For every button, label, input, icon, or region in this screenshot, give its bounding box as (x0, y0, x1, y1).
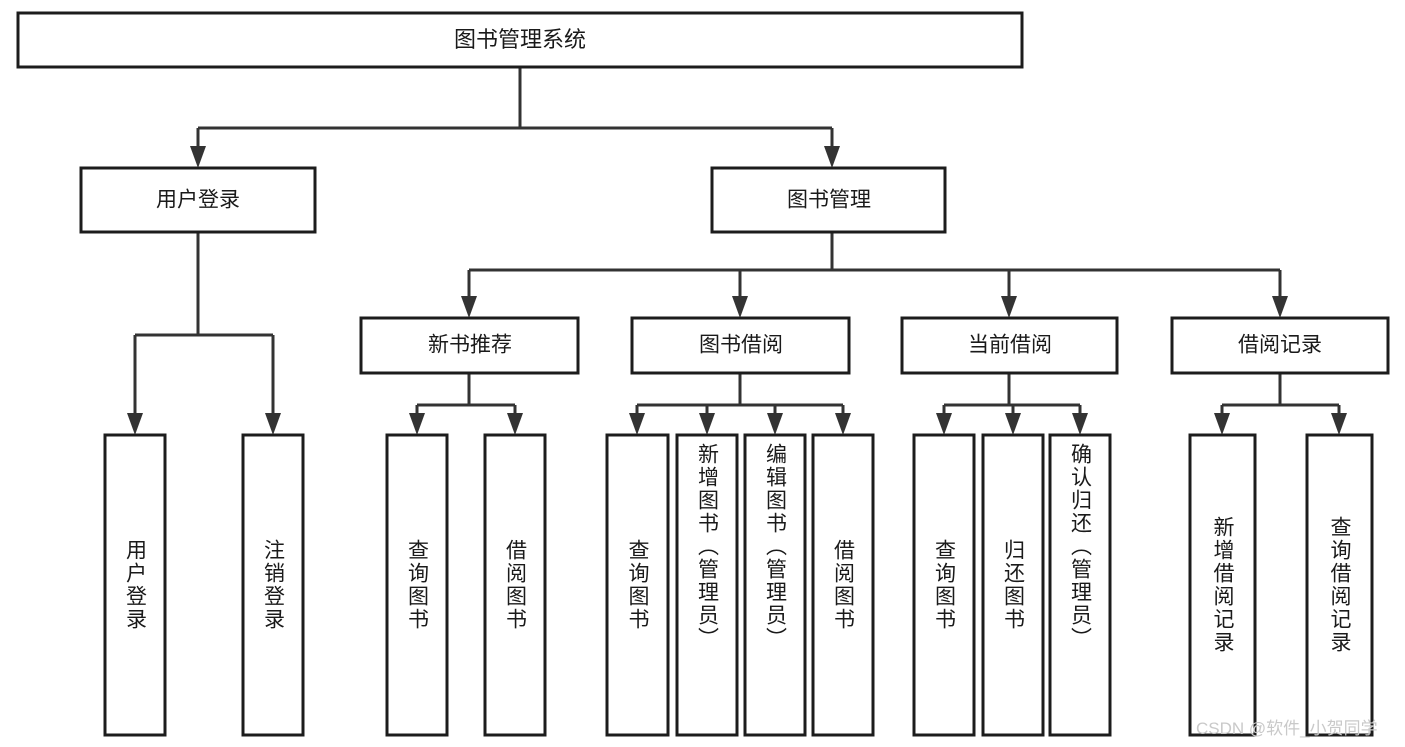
node-new-book-recommend[interactable]: 新书推荐 (359, 316, 580, 375)
arrowhead-user-login (190, 146, 206, 168)
arrowhead-borrow-record (1272, 296, 1288, 318)
arrowhead-current-borrow (1001, 296, 1017, 318)
arrowhead-book-borrow (732, 296, 748, 318)
node-borrow-record[interactable]: 借阅记录 (1170, 316, 1390, 375)
leaf-node-query-book-b[interactable] (605, 433, 670, 737)
connector-layer (127, 67, 1347, 435)
node-label-new-book-recommend: 新书推荐 (428, 334, 512, 357)
arrowhead-leaf-query-book-a (409, 413, 425, 435)
arrowhead-leaf-logout (265, 413, 281, 435)
leaf-node-query-book-c[interactable] (912, 433, 976, 737)
leaf-node-borrow-book-a[interactable] (483, 433, 547, 737)
csdn-watermark: CSDN @软件_小贺同学 (1196, 719, 1378, 738)
leaf-node-query-book-a[interactable] (385, 433, 449, 737)
leaf-node-add-book-admin[interactable] (675, 433, 739, 737)
arrowhead-leaf-confirm-return (1072, 413, 1088, 435)
leaf-node-logout[interactable] (241, 433, 305, 737)
node-label-current-borrow: 当前借阅 (968, 334, 1052, 357)
arrowhead-leaf-edit-book (767, 413, 783, 435)
arrowhead-leaf-add-record (1214, 413, 1230, 435)
node-label-book-borrow: 图书借阅 (699, 334, 783, 357)
arrowhead-new-book-rec (461, 296, 477, 318)
arrowhead-leaf-user-login (127, 413, 143, 435)
leaf-node-borrow-book-b[interactable] (811, 433, 875, 737)
leaf-node-user-login[interactable] (103, 433, 167, 737)
node-label-user-login: 用户登录 (156, 189, 240, 212)
node-label-book-management: 图书管理 (787, 189, 871, 212)
arrowhead-leaf-query-book-b (629, 413, 645, 435)
arrowhead-book-mgmt (824, 146, 840, 168)
node-root-system[interactable]: 图书管理系统 (16, 11, 1024, 69)
arrowhead-leaf-query-book-c (936, 413, 952, 435)
arrowhead-leaf-query-record (1331, 413, 1347, 435)
node-book-borrow[interactable]: 图书借阅 (630, 316, 851, 375)
node-label-borrow-record: 借阅记录 (1238, 334, 1322, 357)
leaf-node-add-borrow-record[interactable] (1188, 433, 1257, 737)
leaf-node-query-borrow-record[interactable] (1305, 433, 1374, 737)
leaf-node-confirm-return-admin[interactable] (1048, 433, 1112, 737)
arrowhead-leaf-borrow-book-a (507, 413, 523, 435)
arrowhead-leaf-return-book (1005, 413, 1021, 435)
leaf-node-return-book[interactable] (981, 433, 1045, 737)
node-user-login[interactable]: 用户登录 (79, 166, 317, 234)
arrowhead-leaf-borrow-book-b (835, 413, 851, 435)
node-book-management[interactable]: 图书管理 (710, 166, 947, 234)
node-current-borrow[interactable]: 当前借阅 (900, 316, 1119, 375)
leaf-node-edit-book-admin[interactable] (743, 433, 807, 737)
arrowhead-leaf-add-book (699, 413, 715, 435)
node-label-root-system: 图书管理系统 (454, 27, 586, 52)
